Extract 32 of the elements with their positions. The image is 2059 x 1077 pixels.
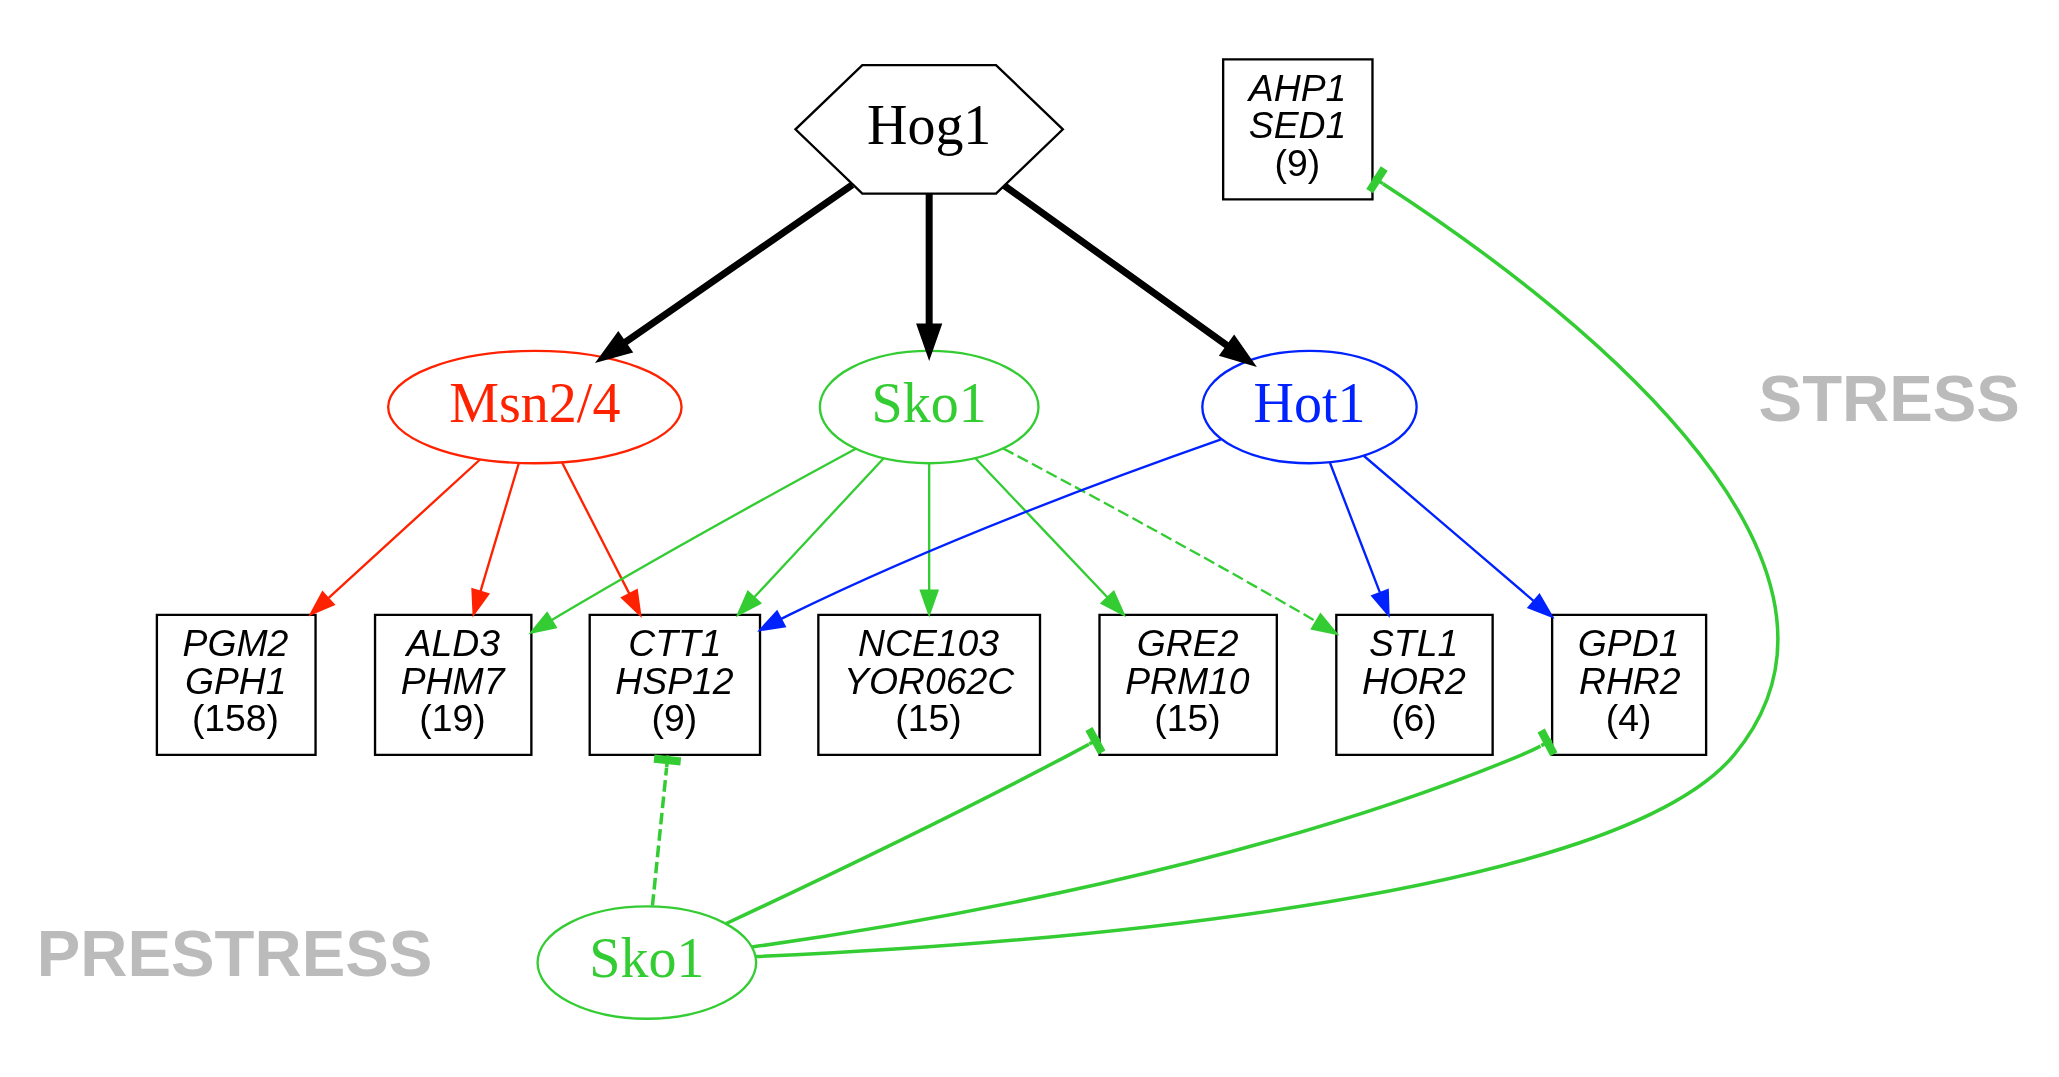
node-ellipse: Msn2/4 — [387, 349, 683, 464]
connector — [751, 728, 1558, 949]
connector — [650, 754, 682, 906]
arrow — [595, 181, 855, 363]
arrow — [757, 437, 1222, 632]
node-ellipse: Hot1 — [1201, 349, 1418, 464]
node-ellipse: Sko1 — [818, 349, 1040, 464]
arrow — [919, 462, 939, 618]
arrow — [1362, 454, 1555, 619]
arrow — [1002, 182, 1257, 367]
arrow — [561, 461, 642, 618]
node-box: ALD3 PHM7 (19) — [373, 613, 533, 756]
arrow — [1328, 461, 1390, 618]
connector — [755, 165, 1779, 958]
arrow — [528, 447, 857, 634]
arrow — [471, 462, 520, 617]
arrow — [308, 458, 481, 617]
arrow — [1002, 446, 1340, 635]
node-box: GRE2 PRM10 (15) — [1098, 613, 1278, 756]
arrow — [916, 193, 943, 361]
node-box: NCE103 YOR062C (15) — [817, 613, 1042, 756]
arrow — [735, 456, 885, 617]
node-box: CTT1 HSP12 (9) — [588, 613, 762, 756]
label: PRESTRESS — [36, 916, 433, 990]
node-ellipse: Sko1 — [536, 904, 758, 1020]
node-box: PGM2 GPH1 (158) — [155, 613, 317, 756]
label: STRESS — [1758, 361, 2020, 435]
connector — [725, 726, 1106, 925]
node-box: STL1 HOR2 (6) — [1335, 613, 1494, 756]
arrow — [974, 456, 1127, 617]
node-box: AHP1 SED1 (9) — [1222, 57, 1374, 200]
node-box: GPD1 RHR2 (4) — [1550, 613, 1708, 756]
